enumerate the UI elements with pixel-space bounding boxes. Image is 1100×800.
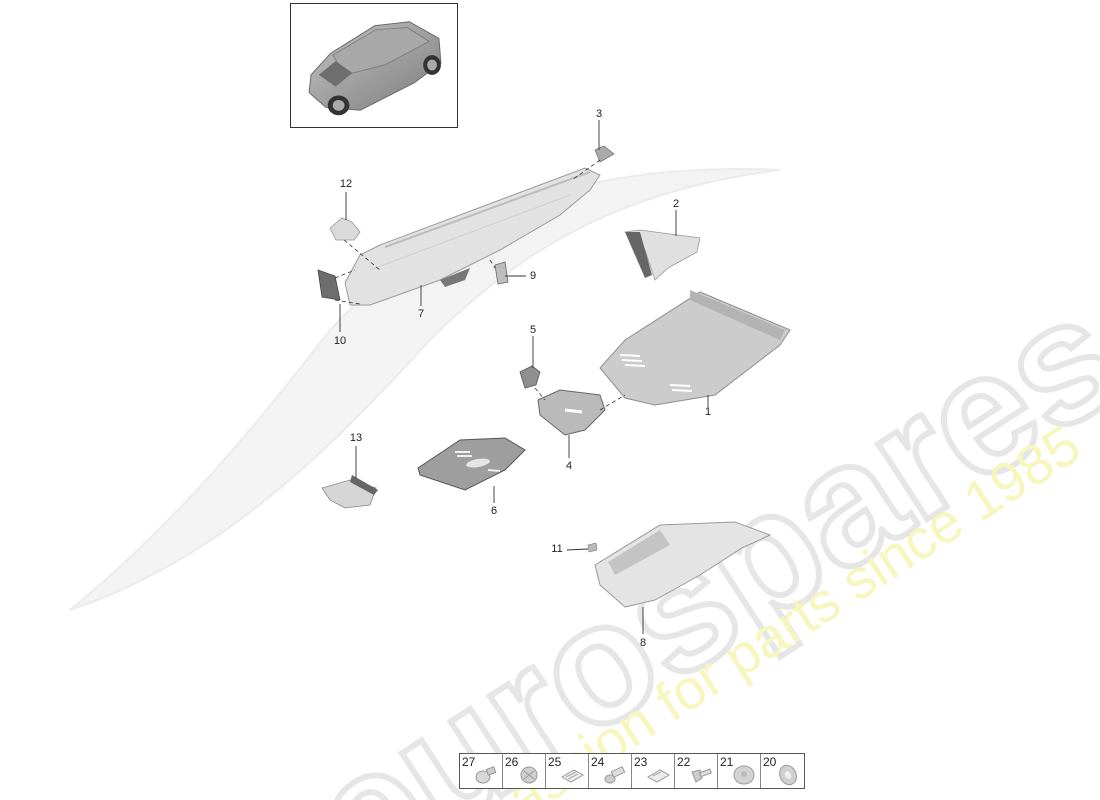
part-3-clip[interactable] bbox=[594, 145, 615, 163]
fastener-number: 27 bbox=[462, 755, 476, 769]
callout-12[interactable]: 12 bbox=[339, 178, 353, 190]
fastener-number: 24 bbox=[591, 755, 605, 769]
part-6-underbody-panel[interactable] bbox=[417, 437, 526, 491]
vehicle-thumbnail bbox=[290, 3, 458, 128]
part-11-clip[interactable] bbox=[587, 542, 598, 553]
part-7-side-panel[interactable] bbox=[344, 167, 601, 306]
part-12-bracket[interactable] bbox=[329, 217, 361, 241]
part-4-tray[interactable] bbox=[537, 389, 606, 436]
part-8-shield[interactable] bbox=[594, 521, 772, 608]
washer-nut-icon bbox=[733, 765, 755, 785]
callout-1[interactable]: 1 bbox=[704, 406, 712, 418]
fastener-strip: 27 26 25 24 23 22 bbox=[459, 753, 805, 789]
fastener-number: 23 bbox=[634, 755, 648, 769]
fastener-number: 20 bbox=[763, 755, 777, 769]
part-1-underbody-panel[interactable] bbox=[599, 290, 791, 406]
part-5-clip[interactable] bbox=[519, 365, 541, 389]
push-rivet-icon bbox=[604, 766, 626, 784]
assembly-lines bbox=[334, 159, 626, 411]
callout-10[interactable]: 10 bbox=[333, 335, 347, 347]
fastener-number: 21 bbox=[720, 755, 734, 769]
fastener-20[interactable]: 20 bbox=[761, 754, 804, 788]
callout-7[interactable]: 7 bbox=[417, 308, 425, 320]
part-10-end-cap[interactable] bbox=[317, 269, 341, 301]
callout-2[interactable]: 2 bbox=[672, 198, 680, 210]
callout-6[interactable]: 6 bbox=[490, 505, 498, 517]
spring-clip-icon bbox=[646, 769, 671, 783]
callout-3[interactable]: 3 bbox=[595, 108, 603, 120]
washer-icon bbox=[779, 764, 797, 786]
fastener-24[interactable]: 24 bbox=[589, 754, 632, 788]
leader-lines bbox=[339, 120, 709, 634]
callout-13[interactable]: 13 bbox=[349, 432, 363, 444]
fastener-number: 25 bbox=[548, 755, 562, 769]
callout-8[interactable]: 8 bbox=[639, 637, 647, 649]
fastener-number: 22 bbox=[677, 755, 691, 769]
part-13-bracket[interactable] bbox=[321, 475, 378, 509]
callout-5[interactable]: 5 bbox=[529, 324, 537, 336]
callout-4[interactable]: 4 bbox=[565, 460, 573, 472]
callout-11[interactable]: 11 bbox=[551, 543, 563, 555]
fastener-22[interactable]: 22 bbox=[675, 754, 718, 788]
car-icon bbox=[308, 21, 442, 116]
clip-nut-icon bbox=[520, 766, 538, 784]
fastener-23[interactable]: 23 bbox=[632, 754, 675, 788]
fastener-21[interactable]: 21 bbox=[718, 754, 761, 788]
spring-clip-icon bbox=[560, 769, 585, 783]
fastener-27[interactable]: 27 bbox=[460, 754, 503, 788]
fastener-number: 26 bbox=[505, 755, 519, 769]
fastener-25[interactable]: 25 bbox=[546, 754, 589, 788]
fastener-26[interactable]: 26 bbox=[503, 754, 546, 788]
part-9-bracket[interactable] bbox=[494, 261, 509, 285]
bolt-icon bbox=[691, 768, 712, 783]
part-2-bracket[interactable] bbox=[624, 229, 701, 281]
screw-icon bbox=[475, 766, 497, 784]
callout-9[interactable]: 9 bbox=[529, 270, 537, 282]
